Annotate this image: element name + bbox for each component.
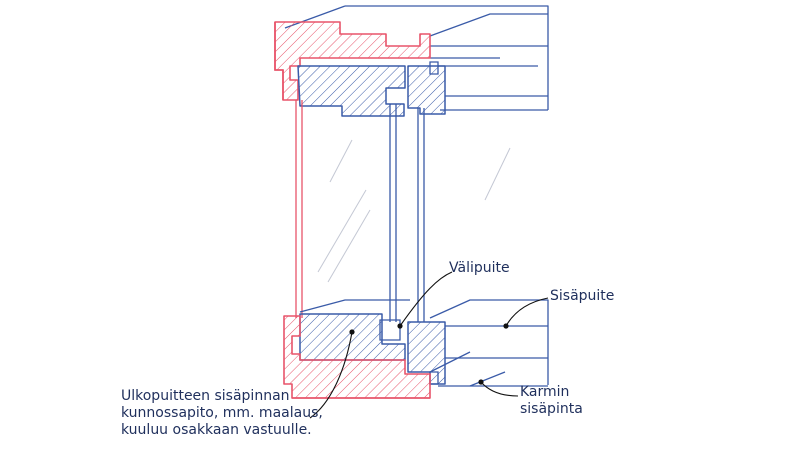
outer-sash-bottom-profile [283, 315, 431, 399]
outer-sash-top-outline [274, 22, 284, 100]
label-karmin-line-2: sisäpinta [520, 401, 583, 417]
glass-reflections [317, 139, 511, 283]
intermediate-sash-bottom-profile [299, 313, 406, 361]
note-line-3: kuuluu osakkaan vastuulle. [121, 422, 312, 438]
glass-panes [295, 100, 425, 322]
intermediate-sash-slot [379, 319, 401, 341]
leader-dot-sisapuite [503, 323, 509, 329]
intermediate-sash-top-profile [297, 65, 406, 117]
leader-karmin [480, 381, 519, 397]
leader-dot-note [349, 329, 355, 335]
leader-dots [349, 323, 509, 385]
leader-valipuite [399, 271, 453, 327]
leader-sisapuite [505, 297, 549, 327]
top-perspective-edges [284, 5, 549, 111]
leader-dot-valipuite [397, 323, 403, 329]
inner-sash-top-profile [407, 65, 446, 115]
note-line-1: Ulkopuitteen sisäpinnan [121, 388, 290, 404]
bottom-perspective-edges [299, 299, 549, 387]
leader-dot-karmin [478, 379, 484, 385]
maintenance-note: Ulkopuitteen sisäpinnan kunnossapito, mm… [121, 388, 323, 439]
leader-note [309, 331, 353, 419]
leader-lines [309, 271, 549, 419]
note-line-2: kunnossapito, mm. maalaus, [121, 405, 323, 421]
label-sisapuite: Sisäpuite [550, 288, 615, 304]
label-karmin-line-1: Karmin [520, 384, 570, 400]
top-clip [429, 61, 439, 75]
label-valipuite: Välipuite [449, 260, 510, 276]
label-karmin-sisapinta: Karmin sisäpinta [520, 384, 583, 418]
